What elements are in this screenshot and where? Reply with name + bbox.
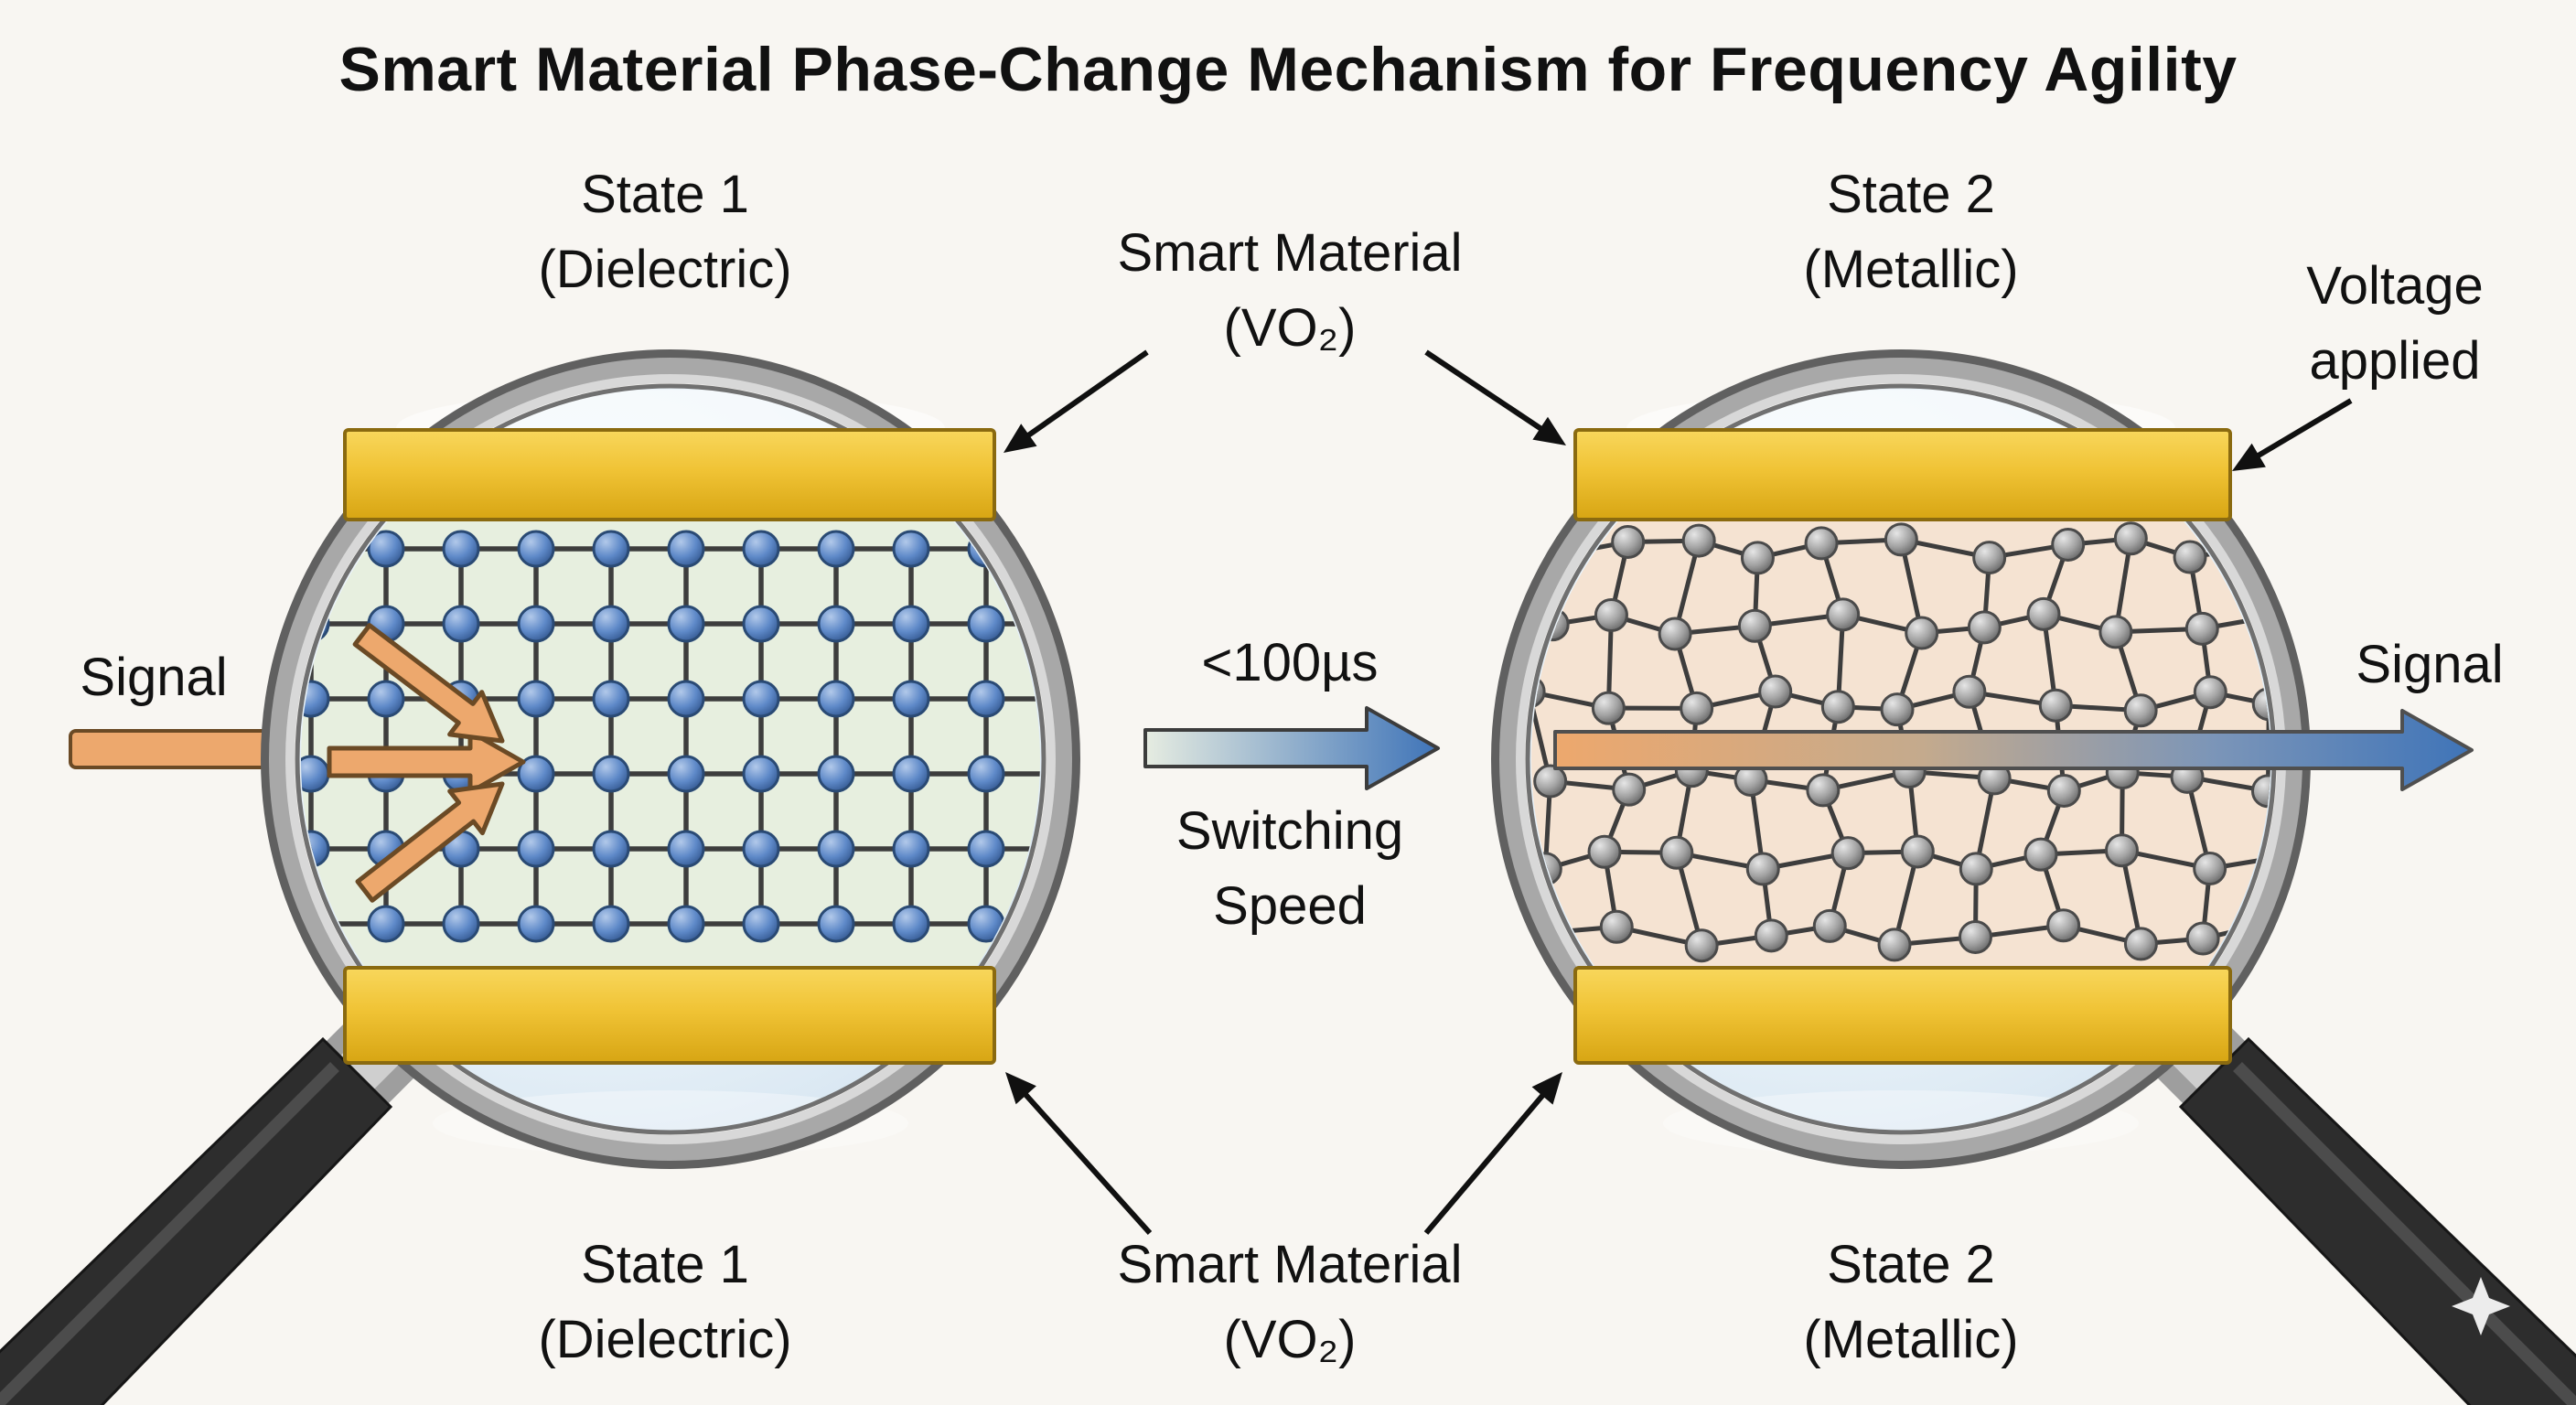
signal-reflection-arrows [327, 623, 526, 903]
state2-label-bottom: State 2 (Metallic) [1803, 1235, 2019, 1370]
electrode-bottom-left [343, 966, 996, 1065]
signal-in-arrow [69, 729, 284, 769]
state1-label-bottom: State 1 (Dielectric) [538, 1235, 792, 1370]
lens-left-rim [261, 349, 1080, 1169]
electrode-bottom-right [1573, 966, 2232, 1065]
magnifier-right [1491, 349, 2576, 1405]
switching-speed-arrow [1143, 706, 1440, 790]
signal-out-label: Signal [2356, 635, 2504, 694]
electrode-top-left [343, 428, 996, 521]
magnifier-left [0, 349, 1080, 1405]
signal-through-arrow [1553, 709, 2474, 791]
annotation-arrows [1004, 349, 2353, 1235]
magnifier-left-handle [0, 983, 446, 1405]
state1-label-top: State 1 (Dielectric) [538, 165, 792, 300]
smart-material-label-top: Smart Material (VO₂) [1117, 223, 1463, 359]
voltage-applied-label: Voltage applied [2306, 256, 2484, 391]
switching-speed-value: <100µs [1201, 633, 1379, 692]
magnifier-right-handle [2125, 983, 2576, 1405]
signal-in-label: Signal [80, 648, 228, 707]
state2-label-top: State 2 (Metallic) [1803, 165, 2019, 300]
switching-speed-label: Switching Speed [1175, 801, 1404, 937]
handle-sparkle [2452, 1277, 2510, 1335]
dielectric-lattice [301, 518, 1040, 971]
electrode-top-right [1573, 428, 2232, 521]
page-title: Smart Material Phase-Change Mechanism fo… [338, 35, 2238, 104]
smart-material-label-bottom: Smart Material (VO₂) [1117, 1235, 1463, 1370]
